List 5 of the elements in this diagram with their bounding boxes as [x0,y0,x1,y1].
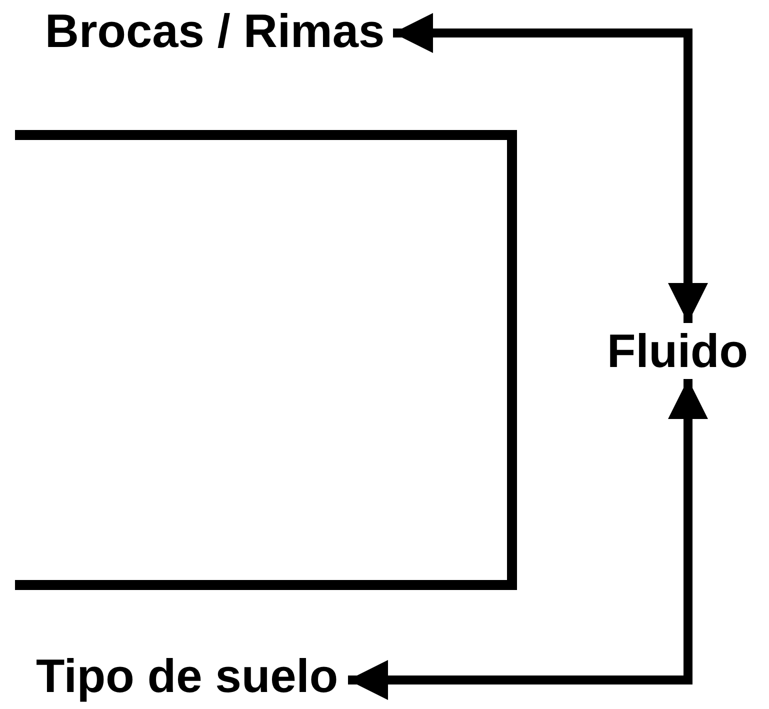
node-label: Brocas / Rimas [45,7,385,55]
double-arrow [348,379,708,700]
node-label: Tipo de suelo [36,652,338,700]
node-label: Fluido [607,327,748,375]
double-arrow [393,13,708,323]
